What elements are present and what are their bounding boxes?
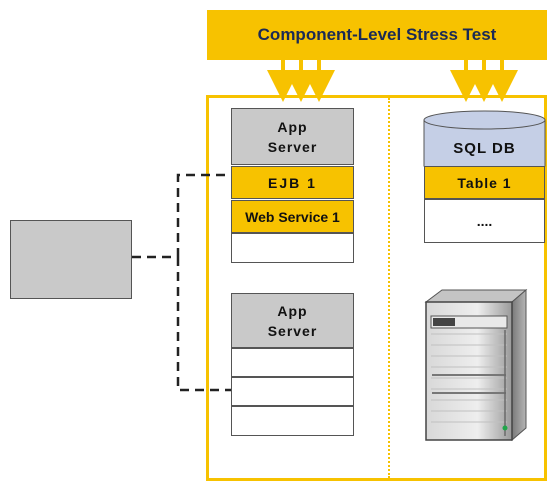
app-server-2-slot-1 bbox=[231, 348, 354, 377]
ejb-component: EJB 1 bbox=[231, 166, 354, 199]
app-server-2-header: App Server bbox=[231, 293, 354, 348]
app-server-2-slot-3 bbox=[231, 406, 354, 436]
app-server-2-title-line1: App bbox=[277, 302, 308, 319]
stress-test-banner: Component-Level Stress Test bbox=[207, 10, 547, 60]
ejb-label: EJB 1 bbox=[268, 174, 317, 191]
app-server-1-empty-slot bbox=[231, 233, 354, 263]
web-service-label: Web Service 1 bbox=[245, 208, 340, 225]
more-tables-label: .... bbox=[476, 213, 493, 229]
tier-divider bbox=[388, 98, 390, 478]
more-tables-block: .... bbox=[424, 199, 545, 243]
stress-arrows bbox=[267, 60, 518, 102]
app-server-1-title-line1: App bbox=[277, 118, 308, 135]
client-links bbox=[132, 173, 232, 392]
app-server-1-title-line2: Server bbox=[267, 138, 318, 155]
app-server-2-slot-2 bbox=[231, 377, 354, 406]
web-service-component: Web Service 1 bbox=[231, 200, 354, 233]
table-1-label: Table 1 bbox=[457, 174, 512, 191]
app-server-1-header: App Server bbox=[231, 108, 354, 165]
sql-db-title: SQL DB bbox=[453, 139, 516, 157]
link-to-server-2 bbox=[176, 257, 232, 392]
client-computer-icon bbox=[10, 220, 132, 299]
banner-title: Component-Level Stress Test bbox=[257, 25, 497, 44]
test-boundary-frame bbox=[206, 95, 547, 481]
link-to-server-1 bbox=[176, 173, 232, 257]
table-1-block: Table 1 bbox=[424, 166, 545, 199]
app-server-2-title-line2: Server bbox=[267, 322, 318, 339]
